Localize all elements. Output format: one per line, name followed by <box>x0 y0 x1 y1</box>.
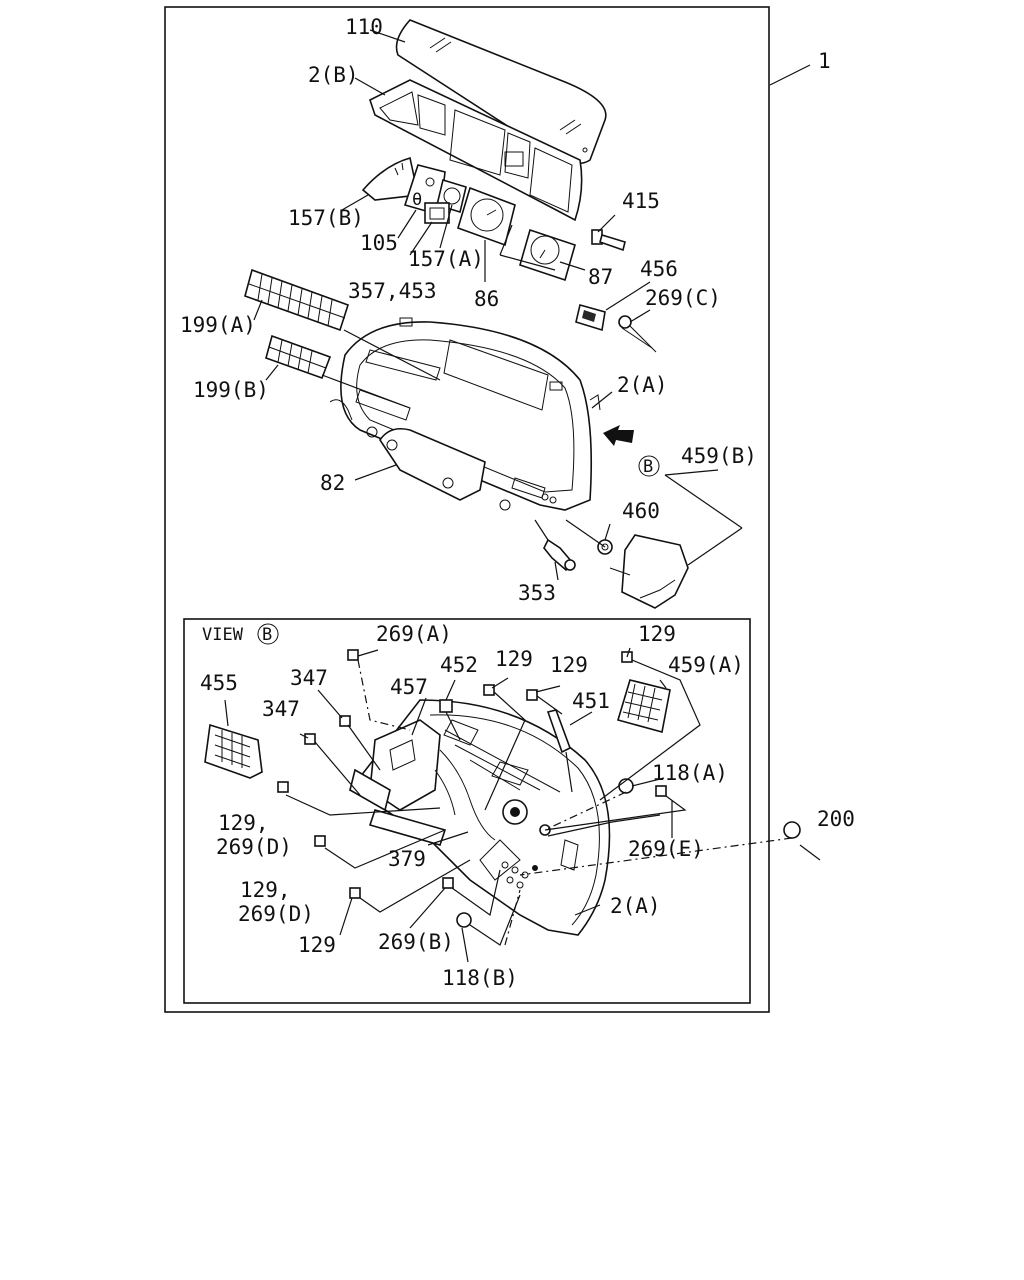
label-bulb-460: 460 <box>622 499 660 523</box>
label-view-129-269d-a-1: 129, <box>218 811 269 835</box>
screw-415 <box>591 229 626 252</box>
label-view-379: 379 <box>388 847 426 871</box>
label-bulb-353: 353 <box>518 581 556 605</box>
label-view-455: 455 <box>200 671 238 695</box>
label-view-129-269d-b-2: 269(D) <box>238 902 314 926</box>
view-b-connector-455 <box>204 723 263 779</box>
label-strip-199a: 199(A) <box>180 313 256 337</box>
label-view-2a: 2(A) <box>610 894 661 918</box>
leader-lines-view-b <box>224 647 821 963</box>
view-b-frame <box>183 618 751 1004</box>
part-456 <box>575 304 606 332</box>
label-gauge-157b: 157(B) <box>288 206 364 230</box>
label-view-269a: 269(A) <box>376 622 452 646</box>
label-view-marker: B <box>643 457 653 477</box>
label-case-82: 82 <box>320 471 345 495</box>
label-case-2a: 2(A) <box>617 373 668 397</box>
label-gauge-86: 86 <box>474 287 499 311</box>
label-view-452: 452 <box>440 653 478 677</box>
label-glass: 110 <box>345 15 383 39</box>
gauge-86 <box>457 186 516 247</box>
strip-199b <box>265 334 332 380</box>
label-view-347-a: 347 <box>290 666 328 690</box>
label-view-451: 451 <box>572 689 610 713</box>
view-b-harness-module <box>349 719 496 846</box>
view-marker-circle <box>638 455 660 477</box>
case-2a <box>340 317 601 511</box>
label-view-129-269d-a-2: 269(D) <box>216 835 292 859</box>
bezel-2b <box>369 79 583 222</box>
view-title-marker-circle <box>257 623 279 645</box>
gauge-157a <box>424 178 467 224</box>
label-gauge-157a: 157(A) <box>408 247 484 271</box>
label-gauge-357-453: 357,453 <box>348 279 437 303</box>
view-b-arrow <box>603 425 634 446</box>
label-bezel: 2(B) <box>308 63 359 87</box>
strip-199a <box>244 268 349 332</box>
label-gauge-105: 105 <box>360 231 398 255</box>
label-view-118a: 118(A) <box>652 761 728 785</box>
view-b-rod-451 <box>546 709 571 754</box>
view-b-fasteners <box>277 649 801 928</box>
outer-frame <box>164 6 770 1013</box>
rear-housing-82 <box>329 399 511 511</box>
label-view-129-d: 129 <box>298 933 336 957</box>
label-screw-269c: 269(C) <box>645 286 721 310</box>
label-strip-199b: 199(B) <box>193 378 269 402</box>
label-part-456: 456 <box>640 257 678 281</box>
svg-text:θ: θ <box>412 190 422 210</box>
label-view-title-marker: B <box>262 625 272 645</box>
label-part-459b: 459(B) <box>681 444 757 468</box>
label-view-118b: 118(B) <box>442 966 518 990</box>
gauge-87 <box>519 228 576 282</box>
leader-lines-top <box>253 29 811 581</box>
view-b-connector-459a <box>616 679 671 733</box>
screw-269c <box>618 315 657 353</box>
label-view-459a: 459(A) <box>668 653 744 677</box>
label-view-269e: 269(E) <box>628 837 704 861</box>
label-view-269b: 269(B) <box>378 930 454 954</box>
label-screw-415: 415 <box>622 189 660 213</box>
label-view-129-c: 129 <box>550 653 588 677</box>
label-assembly: 1 <box>818 49 831 73</box>
label-view-457: 457 <box>390 675 428 699</box>
label-view-129-top: 129 <box>638 622 676 646</box>
label-view-129-269d-b-1: 129, <box>240 878 291 902</box>
label-view-200: 200 <box>817 807 855 831</box>
label-view-title: VIEW <box>202 625 244 645</box>
label-view-347-b: 347 <box>262 697 300 721</box>
bulb-353 <box>543 538 576 572</box>
label-gauge-87: 87 <box>588 265 613 289</box>
cover-459b <box>609 534 689 609</box>
label-view-129-b: 129 <box>495 647 533 671</box>
